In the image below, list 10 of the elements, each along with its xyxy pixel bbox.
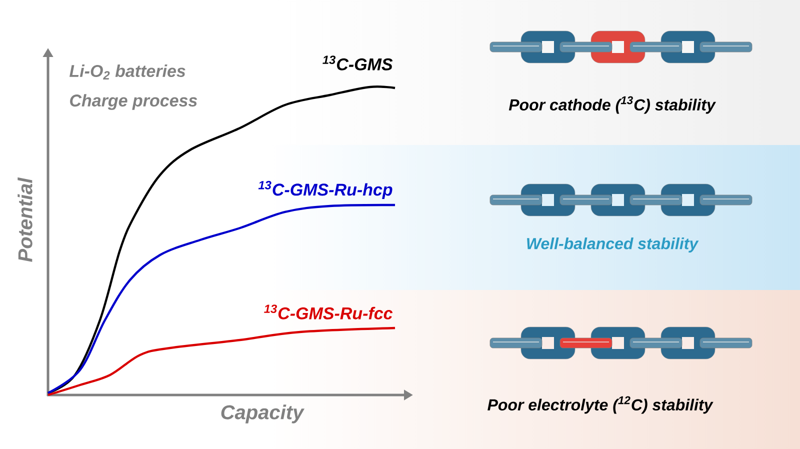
note: Li-O$_{2}$ batteries: [70, 64, 186, 80]
axis-label: Capacity: [221, 404, 304, 424]
curve-label: $^{13}$C-GMS-Ru-hcp: [258, 180, 392, 200]
curve-label: $^{13}$C-GMS-Ru-fcc: [264, 304, 393, 320]
note: Charge process: [70, 94, 198, 110]
axis-label: Potential: [18, 177, 32, 262]
node-label: Well-balanced stability: [527, 238, 699, 252]
node-label: Poor electrolyte ($^{12}$C) stability: [488, 396, 714, 414]
curve-label: $^{13}$C-GMS: [322, 56, 393, 70]
node-label: Poor cathode ($^{13}$C) stability: [508, 96, 716, 114]
